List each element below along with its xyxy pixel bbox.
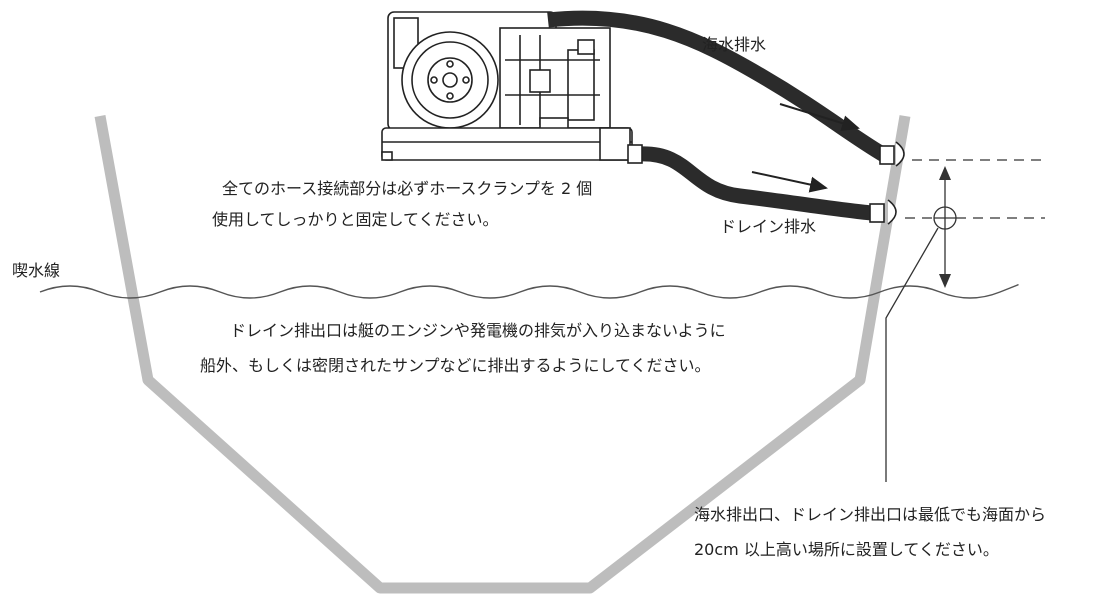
waterline-label: 喫水線 <box>12 261 61 280</box>
drain-outlet-fitting <box>869 203 885 223</box>
leader-line <box>885 227 939 482</box>
drain-outlet-note-line1: ドレイン排出口は艇のエンジンや発電機の排気が入り込まないように <box>230 321 726 340</box>
generator-unit <box>381 11 633 161</box>
hose-clamp-note-line2: 使用してしっかりと固定してください。 <box>212 210 499 229</box>
drain-flow-arrow <box>751 171 828 193</box>
drain-hose-fitting <box>627 144 643 164</box>
drain-hose <box>639 146 873 221</box>
hose-clamp-note-line1: 全てのホース接続部分は必ずホースクランプを 2 個 <box>222 179 593 198</box>
waterline-wave <box>39 284 1019 299</box>
seawater-outlet <box>895 141 905 167</box>
seawater-hose-fitting <box>879 145 895 165</box>
seawater-flow-arrow <box>779 103 860 131</box>
seawater-hose <box>547 10 888 162</box>
drain-outlet <box>887 199 897 225</box>
drain-outlet-note-line2: 船外、もしくは密閉されたサンプなどに排出するようにしてください。 <box>200 356 711 375</box>
seawater-drain-label: 海水排水 <box>702 35 767 54</box>
drain-discharge-label: ドレイン排水 <box>720 217 817 236</box>
height-requirement-note-line2: 20cm 以上高い場所に設置してください。 <box>694 540 999 559</box>
boat-hull <box>94 115 911 594</box>
height-requirement-note-line1: 海水排出口、ドレイン排出口は最低でも海面から <box>694 505 1047 524</box>
